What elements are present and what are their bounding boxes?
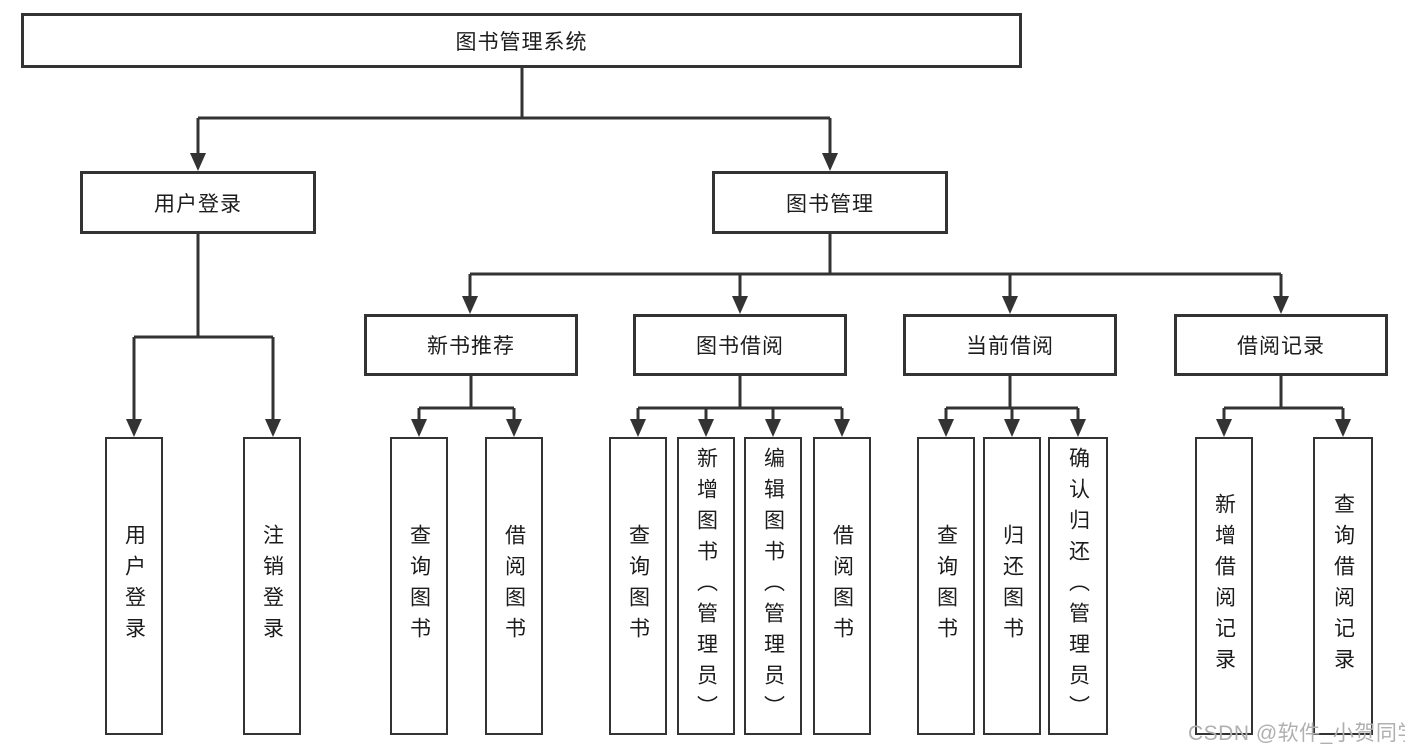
node-current-borrow: 当前借阅: [903, 314, 1117, 376]
node-system-root-label: 图书管理系统: [455, 30, 588, 54]
leaf-confirm-return-admin: 确认归还（管理员）: [1048, 437, 1108, 735]
leaf-query-books-2: 查询图书: [609, 437, 667, 735]
connector-user-login-children: [126, 234, 281, 437]
node-book-borrow-label: 图书借阅: [696, 335, 784, 358]
connector-borrow-records-children: [1216, 376, 1351, 437]
leaf-borrow-books-2: 借阅图书: [813, 437, 871, 735]
node-system-root: 图书管理系统: [21, 13, 1022, 68]
node-new-book-recommend: 新书推荐: [364, 314, 578, 376]
leaf-edit-books-admin: 编辑图书（管理员）: [744, 437, 802, 735]
node-current-borrow-label: 当前借阅: [966, 335, 1054, 358]
leaf-add-borrow-record-label: 新增借阅记录: [1212, 493, 1236, 679]
leaf-logout: 注销登录: [243, 437, 301, 735]
node-book-mgmt: 图书管理: [712, 171, 948, 234]
leaf-user-login: 用户登录: [105, 437, 163, 735]
leaf-query-borrow-record-label: 查询借阅记录: [1331, 493, 1355, 679]
leaf-query-books-1-label: 查询图书: [407, 524, 431, 648]
leaf-query-borrow-record: 查询借阅记录: [1313, 437, 1373, 735]
leaf-return-books: 归还图书: [983, 437, 1041, 735]
leaf-add-borrow-record: 新增借阅记录: [1195, 437, 1253, 735]
connector-book-mgmt-children: [462, 234, 1289, 314]
leaf-borrow-books-2-label: 借阅图书: [830, 524, 854, 648]
leaf-borrow-books-1-label: 借阅图书: [502, 524, 526, 648]
node-book-mgmt-label: 图书管理: [786, 192, 874, 216]
leaf-edit-books-admin-label: 编辑图书（管理员）: [761, 446, 785, 726]
node-user-login: 用户登录: [80, 171, 316, 234]
node-new-book-recommend-label: 新书推荐: [427, 335, 515, 358]
node-user-login-label: 用户登录: [154, 192, 242, 216]
leaf-confirm-return-admin-label: 确认归还（管理员）: [1066, 446, 1090, 726]
node-borrow-records: 借阅记录: [1174, 314, 1388, 376]
connector-current-borrow-children: [938, 376, 1086, 437]
connector-root-to-level1: [190, 68, 838, 171]
csdn-watermark: CSDN @软件_小贺同学: [1188, 722, 1405, 745]
connector-book-borrow-children: [630, 376, 850, 437]
node-book-borrow: 图书借阅: [633, 314, 847, 376]
leaf-user-login-label: 用户登录: [122, 524, 146, 648]
leaf-add-books-admin: 新增图书（管理员）: [677, 437, 735, 735]
leaf-query-books-1: 查询图书: [390, 437, 448, 735]
leaf-add-books-admin-label: 新增图书（管理员）: [694, 446, 718, 726]
connector-new-book-children: [411, 376, 522, 437]
leaf-borrow-books-1: 借阅图书: [485, 437, 543, 735]
leaf-query-books-3-label: 查询图书: [934, 524, 958, 648]
leaf-query-books-2-label: 查询图书: [626, 524, 650, 648]
leaf-return-books-label: 归还图书: [1000, 524, 1024, 648]
node-borrow-records-label: 借阅记录: [1237, 335, 1325, 358]
leaf-query-books-3: 查询图书: [917, 437, 975, 735]
leaf-logout-label: 注销登录: [260, 524, 284, 648]
